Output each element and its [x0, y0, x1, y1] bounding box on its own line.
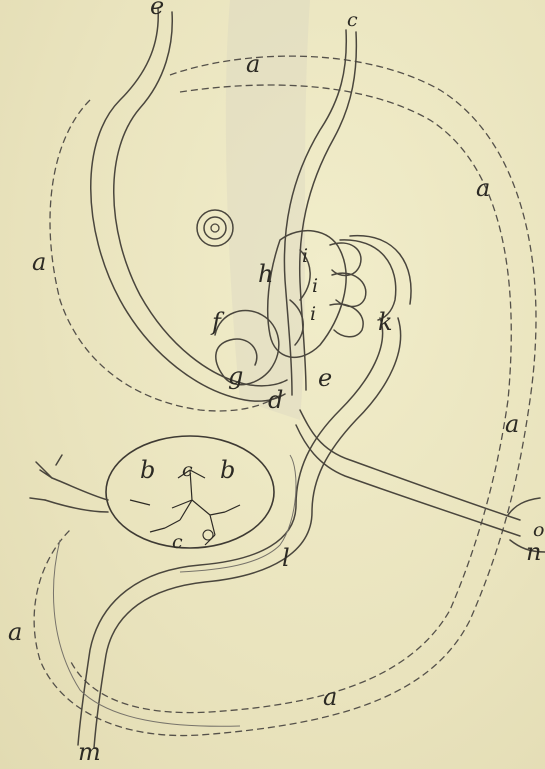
label-a-bottom: a [323, 683, 337, 711]
gill-arch-2 [332, 273, 366, 306]
vitelline-vessel-left [45, 478, 108, 512]
vessel-loop-l-2 [53, 540, 240, 726]
label-a-right-lower: a [505, 410, 519, 438]
label-g: g [228, 362, 243, 390]
vitelline-body [106, 436, 274, 548]
label-h: h [258, 260, 273, 288]
label-i-3: i [310, 303, 316, 325]
label-o: o [533, 519, 544, 541]
eye-icon [197, 210, 233, 246]
label-l: l [282, 544, 290, 572]
label-c-mid: c [182, 459, 193, 481]
label-f: f [210, 308, 225, 336]
gill-arch-outer-2 [350, 236, 411, 304]
label-i-2: i [312, 275, 318, 297]
label-d: d [268, 386, 283, 414]
vessel-n-branch-a [508, 498, 540, 515]
label-i-1: i [302, 245, 308, 267]
label-b-left: b [140, 456, 155, 484]
label-a-bottom-left: a [8, 618, 22, 646]
vitelline-vessel-branches [30, 455, 62, 500]
label-a-right-upper: a [476, 174, 490, 202]
label-n: n [526, 538, 541, 566]
label-c-top: c [347, 9, 358, 31]
label-e-top: e [150, 0, 164, 20]
vessel-loop-l [180, 455, 296, 572]
label-a-left: a [32, 248, 46, 276]
label-b-right: b [220, 456, 235, 484]
label-a-top: a [246, 50, 260, 78]
label-m: m [78, 738, 101, 766]
label-k: k [378, 308, 393, 336]
label-e-mid: e [318, 364, 332, 392]
label-c-low: c [172, 531, 183, 553]
